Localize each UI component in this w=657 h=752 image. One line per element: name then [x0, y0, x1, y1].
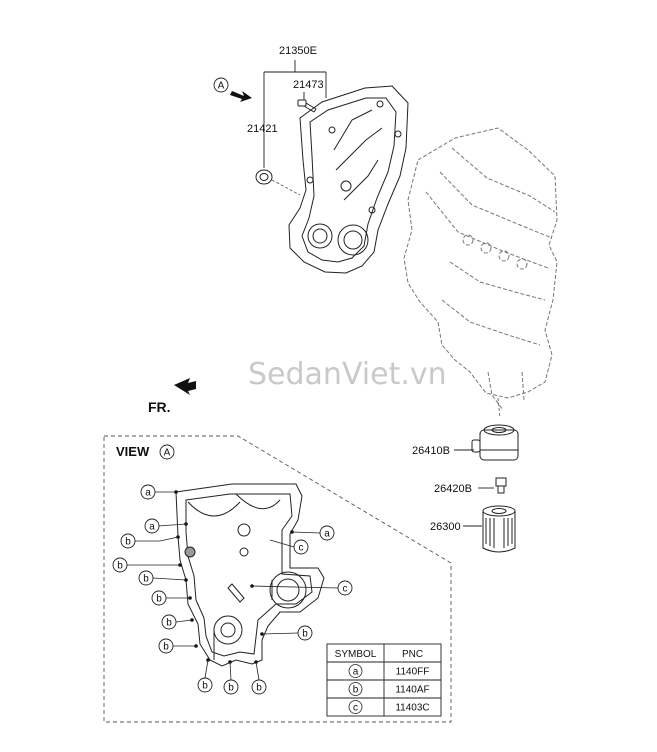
- engine-block-outline: [403, 127, 558, 411]
- bubble-letter: a: [149, 522, 155, 533]
- label-oil-cooler: 26410B: [412, 445, 450, 457]
- view-arrow-icon: [230, 91, 252, 102]
- watermark-text: SedanViet.vn: [248, 357, 447, 392]
- view-a-arrow-letter: A: [218, 81, 225, 92]
- symbol-table: SYMBOL PNC a 1140FF b 1140AF c 11403C: [326, 643, 442, 717]
- bubble-letter: a: [324, 529, 330, 540]
- symbol-bubble: a: [144, 518, 160, 534]
- front-label: FR.: [148, 399, 171, 415]
- symbol-bubble: b: [151, 590, 167, 606]
- symbol-bubble: b: [223, 679, 239, 695]
- label-fitting: 26420B: [434, 483, 472, 495]
- fitting-part: [495, 477, 507, 494]
- bubble-letter: b: [256, 683, 262, 694]
- view-panel-title: VIEW A: [116, 444, 175, 460]
- table-pnc-cell: 1140AF: [395, 685, 429, 696]
- cooler-dashed-leader: [497, 397, 501, 419]
- label-oil-filter: 26300: [430, 521, 461, 533]
- seal-part: [255, 169, 273, 185]
- symbol-bubble: b: [120, 533, 136, 549]
- symbol-bubble: b: [158, 638, 174, 654]
- view-a-arrow: A: [213, 77, 252, 102]
- table-symbol-cell: a: [353, 667, 359, 678]
- bubble-letter: b: [228, 683, 234, 694]
- bubble-letter: a: [145, 488, 151, 499]
- label-timing-cover: 21350E: [279, 45, 317, 57]
- oil-filter-part: [482, 505, 516, 553]
- table-pnc-cell: 11403C: [395, 703, 429, 714]
- table-pnc-cell: 1140FF: [396, 667, 430, 678]
- front-direction-indicator: FR.: [148, 378, 196, 415]
- symbol-bubble: b: [112, 557, 128, 573]
- bubble-letter: b: [156, 594, 162, 605]
- bubble-letter: b: [143, 574, 149, 585]
- symbol-bubble: b: [138, 570, 154, 586]
- callout-leaders: [126, 491, 339, 681]
- front-arrow-icon: [174, 378, 196, 395]
- seal-dashed-leader: [271, 179, 301, 196]
- bubble-letter: b: [202, 681, 208, 692]
- view-title-marker: A: [164, 448, 171, 459]
- timing-cover-leaders: [263, 60, 327, 168]
- symbol-bubble: b: [297, 625, 313, 641]
- timing-cover-part: [288, 85, 409, 274]
- symbol-bubble: a: [319, 525, 335, 541]
- bubble-letter: b: [163, 642, 169, 653]
- timing-cover-rear-view: [175, 483, 325, 667]
- table-symbol-cell: b: [353, 685, 359, 696]
- label-bolt: 21473: [293, 79, 324, 91]
- symbol-bubble: b: [197, 677, 213, 693]
- bolt-part: [297, 99, 317, 113]
- symbol-bubble: b: [251, 679, 267, 695]
- table-header-symbol: SYMBOL: [335, 649, 377, 660]
- label-seal: 21421: [247, 123, 278, 135]
- table-header-pnc: PNC: [402, 649, 423, 660]
- symbol-bubble: c: [337, 580, 353, 596]
- bubble-letter: c: [343, 584, 348, 595]
- bubble-letter: b: [125, 537, 131, 548]
- bubble-letter: b: [166, 618, 172, 629]
- symbol-bubble: b: [161, 614, 177, 630]
- view-title-text: VIEW: [116, 444, 150, 459]
- symbol-bubble: a: [140, 484, 156, 500]
- symbol-bubble: c: [293, 539, 309, 555]
- bubble-letter: c: [299, 543, 304, 554]
- bubble-letter: b: [117, 561, 123, 572]
- bubble-letter: b: [302, 629, 308, 640]
- oil-cooler-part: [471, 424, 519, 461]
- table-symbol-cell: c: [353, 703, 358, 714]
